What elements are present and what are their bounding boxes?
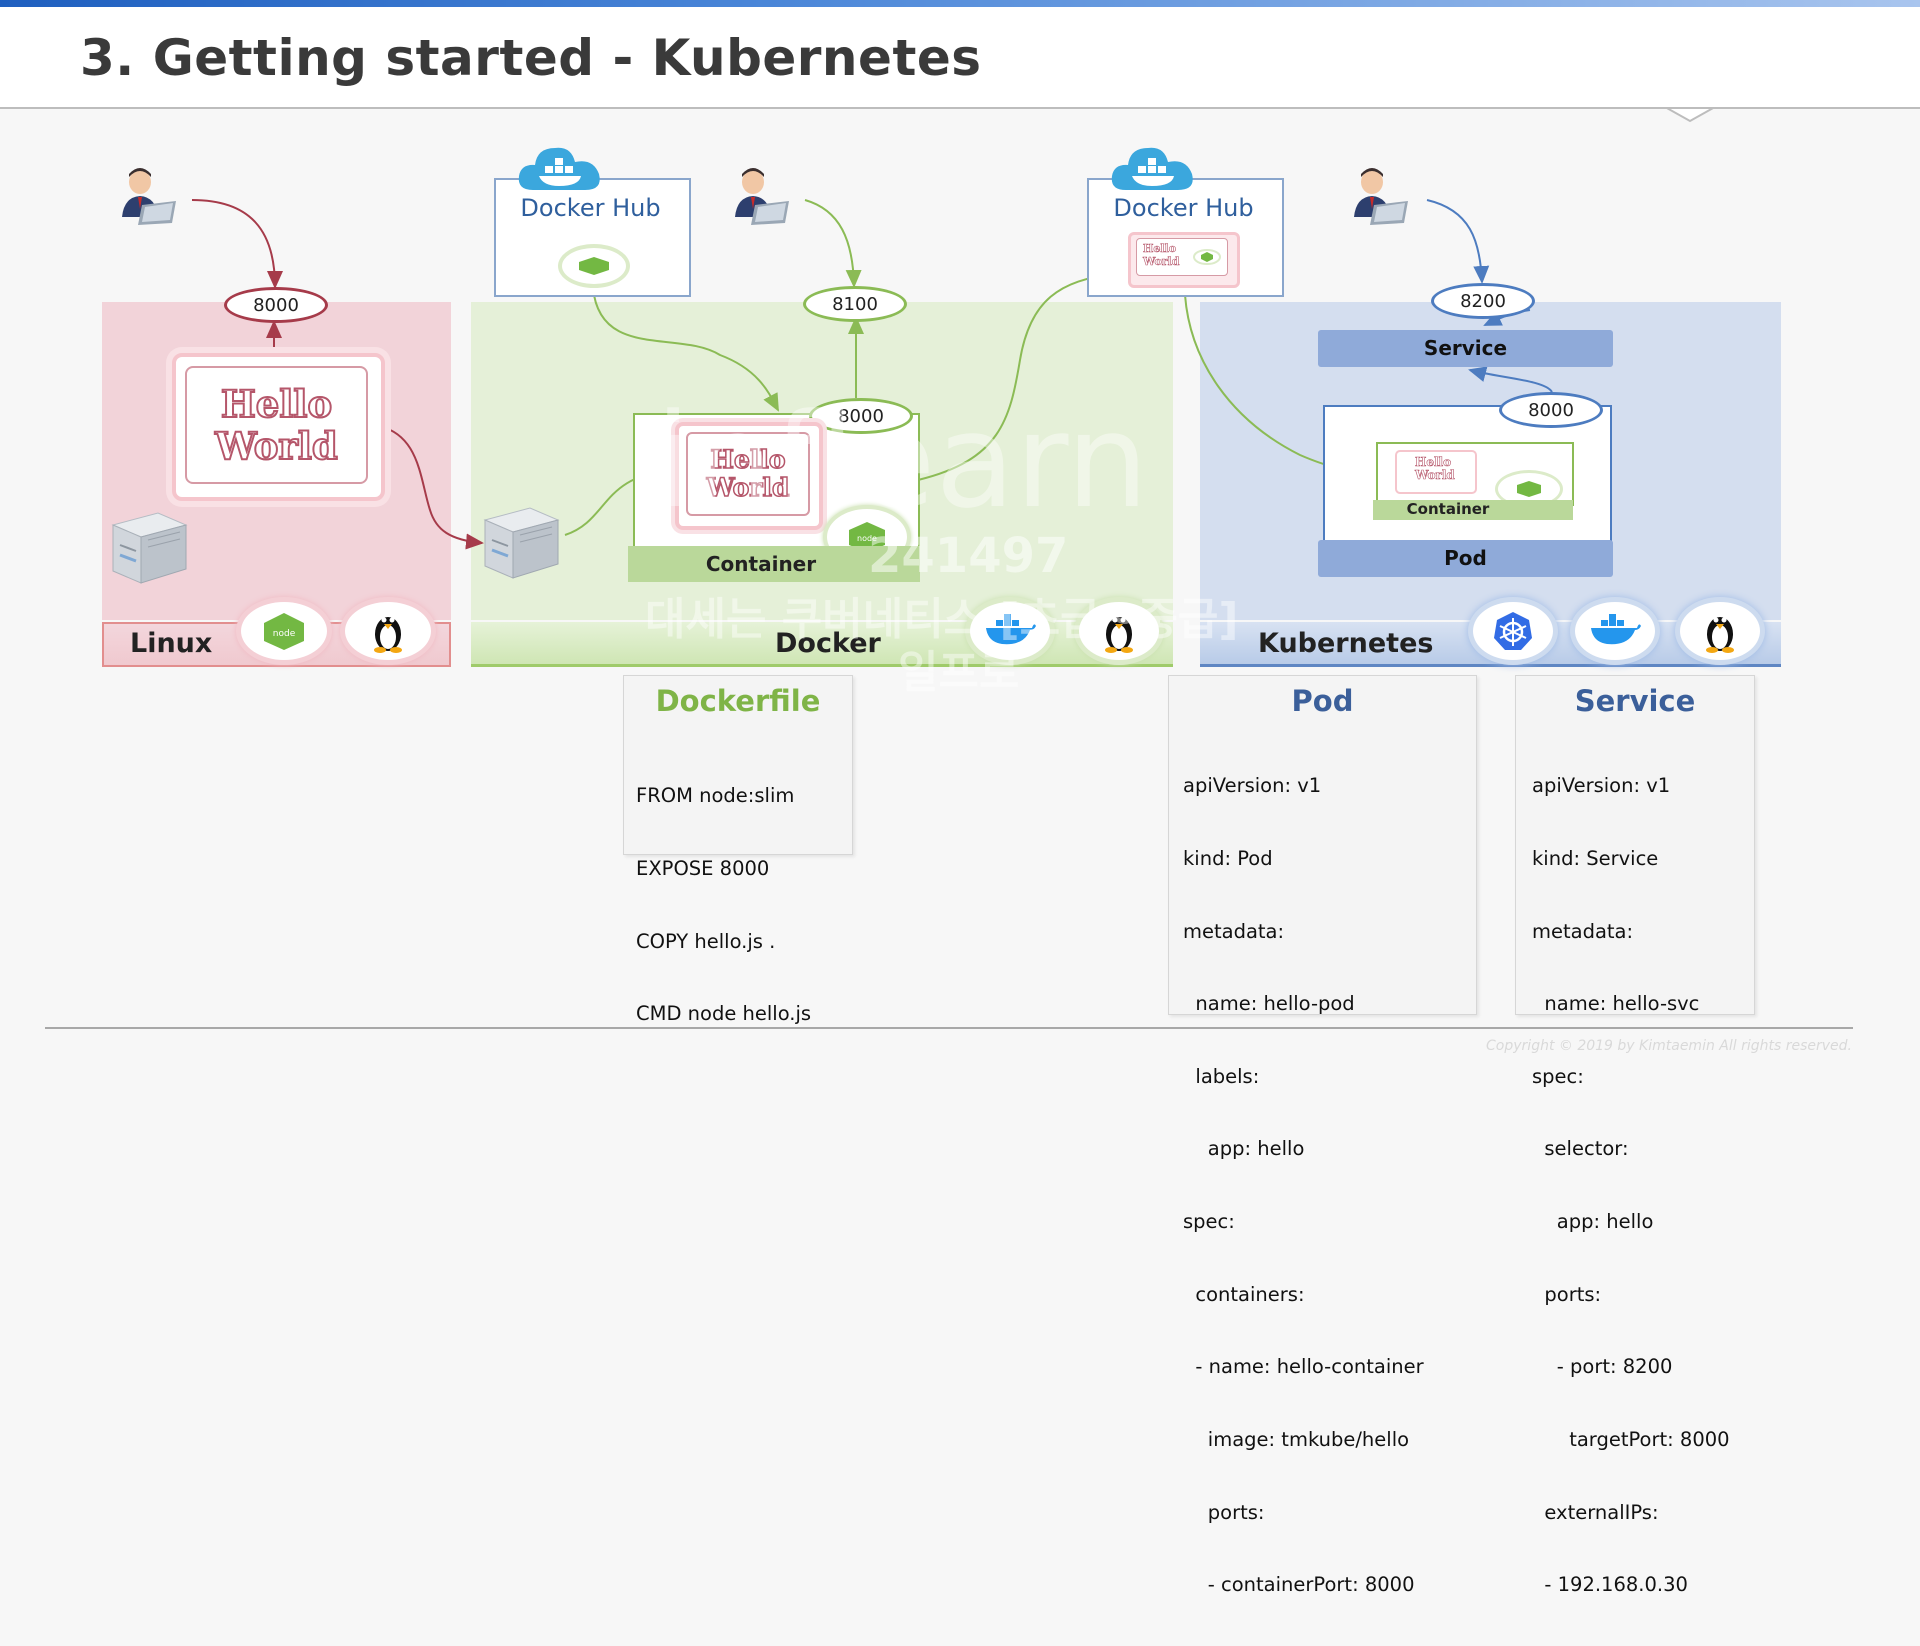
- kubernetes-helm-icon: [1468, 597, 1558, 665]
- code-line: app: hello: [1183, 1137, 1305, 1161]
- code-line: externalIPs:: [1532, 1500, 1659, 1524]
- code-line: image: tmkube/hello: [1183, 1427, 1410, 1451]
- pod-yaml-body: apiVersion: v1 kind: Pod metadata: name:…: [1183, 726, 1424, 1646]
- slide: 3. Getting started - Kubernetes Linux Do…: [0, 0, 1920, 1596]
- code-line: - name: hello-container: [1183, 1355, 1424, 1379]
- code-line: FROM node:slim: [636, 784, 795, 808]
- k8s-pod-label: Pod: [1444, 546, 1487, 570]
- docker-whale-icon: [1570, 597, 1660, 665]
- code-line: containers:: [1183, 1282, 1305, 1306]
- service-yaml-title: Service: [1574, 684, 1696, 718]
- service-yaml-body: apiVersion: v1 kind: Service metadata: n…: [1532, 726, 1730, 1646]
- docker-whale-icon: [965, 597, 1055, 665]
- server-icon: [111, 512, 188, 584]
- dockerfile-title: Dockerfile: [655, 684, 821, 718]
- code-line: selector:: [1532, 1137, 1629, 1161]
- k8s-service-bar: [1318, 330, 1613, 367]
- code-line: - containerPort: 8000: [1183, 1573, 1415, 1597]
- k8s-hub-hello-inner: Hello World: [1136, 238, 1228, 276]
- k8s-hello-world-box: Hello World: [1395, 450, 1477, 494]
- code-line: metadata:: [1183, 919, 1285, 943]
- linux-tux-icon: [1074, 597, 1164, 665]
- k8s-docker-hub-label: Docker Hub: [1113, 194, 1254, 222]
- docker-hello-world-inner: Hello World: [686, 432, 810, 516]
- world-text: World: [1143, 255, 1180, 268]
- page-title: 3. Getting started - Kubernetes: [80, 29, 982, 87]
- docker-container-label-bar: [628, 546, 920, 582]
- docker-port-8100: 8100: [803, 286, 907, 322]
- k8s-container-label-bar: [1373, 500, 1573, 520]
- docker-cloud-icon: [518, 147, 600, 190]
- world-text: World: [214, 424, 339, 468]
- footer-divider: [45, 1027, 1853, 1029]
- docker-hub-label: Docker Hub: [520, 194, 661, 222]
- code-line: name: hello-svc: [1532, 992, 1700, 1016]
- hello-text: Hello: [220, 382, 333, 426]
- code-line: apiVersion: v1: [1183, 774, 1322, 798]
- k8s-service-label: Service: [1423, 336, 1508, 360]
- code-line: CMD node hello.js: [636, 1002, 812, 1026]
- docker-cloud-icon: [1111, 147, 1193, 190]
- linux-hello-world-inner: Hello World: [185, 366, 368, 484]
- k8s-pod-bar: [1318, 540, 1613, 577]
- top-accent-bar: [0, 0, 1920, 7]
- code-line: kind: Service: [1532, 847, 1659, 871]
- docker-container-label: Container: [705, 552, 817, 576]
- code-line: spec:: [1532, 1064, 1584, 1088]
- code-line: COPY hello.js .: [636, 929, 776, 953]
- docker-container-port-8000: 8000: [809, 398, 913, 434]
- kubernetes-bar-label: Kubernetes: [1258, 628, 1434, 659]
- dockerfile-note: Dockerfile FROM node:slim EXPOSE 8000 CO…: [623, 675, 853, 1025]
- k8s-pod-port-8000: 8000: [1499, 392, 1603, 428]
- code-line: - port: 8200: [1532, 1355, 1673, 1379]
- code-line: app: hello: [1532, 1210, 1654, 1234]
- server-icon: [483, 507, 560, 579]
- code-line: name: hello-pod: [1183, 992, 1355, 1016]
- service-yaml-note: Service apiVersion: v1 kind: Service met…: [1515, 675, 1755, 1596]
- code-line: ports:: [1183, 1500, 1265, 1524]
- user-laptop-icon: [735, 168, 789, 225]
- code-line: - 192.168.0.30: [1532, 1573, 1688, 1597]
- copyright-text: Copyright © 2019 by Kimtaemin All rights…: [1486, 1038, 1852, 1054]
- svg-text:node: node: [857, 534, 877, 543]
- docker-bar: [471, 622, 1173, 667]
- hello-text: Hello: [1415, 455, 1452, 469]
- code-line: EXPOSE 8000: [636, 857, 770, 881]
- title-divider: [0, 107, 1920, 109]
- nodejs-icon: [1193, 249, 1221, 265]
- pod-yaml-note: Pod apiVersion: v1 kind: Pod metadata: n…: [1168, 675, 1477, 1596]
- hello-text: Hello: [1143, 242, 1177, 255]
- pod-yaml-title: Pod: [1291, 684, 1354, 718]
- code-line: metadata:: [1532, 919, 1634, 943]
- linux-tux-icon: [340, 597, 436, 665]
- svg-text:node: node: [273, 629, 296, 639]
- title-area: 3. Getting started - Kubernetes: [0, 7, 1920, 123]
- nodejs-icon: [558, 244, 630, 288]
- code-line: labels:: [1183, 1064, 1260, 1088]
- nodejs-icon: node: [236, 597, 332, 665]
- docker-bar-label: Docker: [775, 628, 881, 659]
- linux-tux-icon: [1675, 597, 1765, 665]
- code-line: ports:: [1532, 1282, 1602, 1306]
- world-text: World: [1415, 468, 1455, 482]
- hello-text: Hello: [710, 445, 787, 475]
- k8s-service-port-8200: 8200: [1431, 283, 1535, 319]
- code-line: targetPort: 8000: [1532, 1427, 1730, 1451]
- user-laptop-icon: [1354, 168, 1408, 225]
- k8s-container-label: Container: [1406, 500, 1490, 518]
- code-line: spec:: [1183, 1210, 1235, 1234]
- code-line: kind: Pod: [1183, 847, 1273, 871]
- linux-bar-label: Linux: [130, 628, 213, 659]
- dockerfile-body: FROM node:slim EXPOSE 8000 COPY hello.js…: [636, 736, 811, 1075]
- code-line: apiVersion: v1: [1532, 774, 1671, 798]
- linux-port-8000: 8000: [224, 287, 328, 323]
- world-text: World: [706, 473, 790, 503]
- user-laptop-icon: [122, 168, 176, 225]
